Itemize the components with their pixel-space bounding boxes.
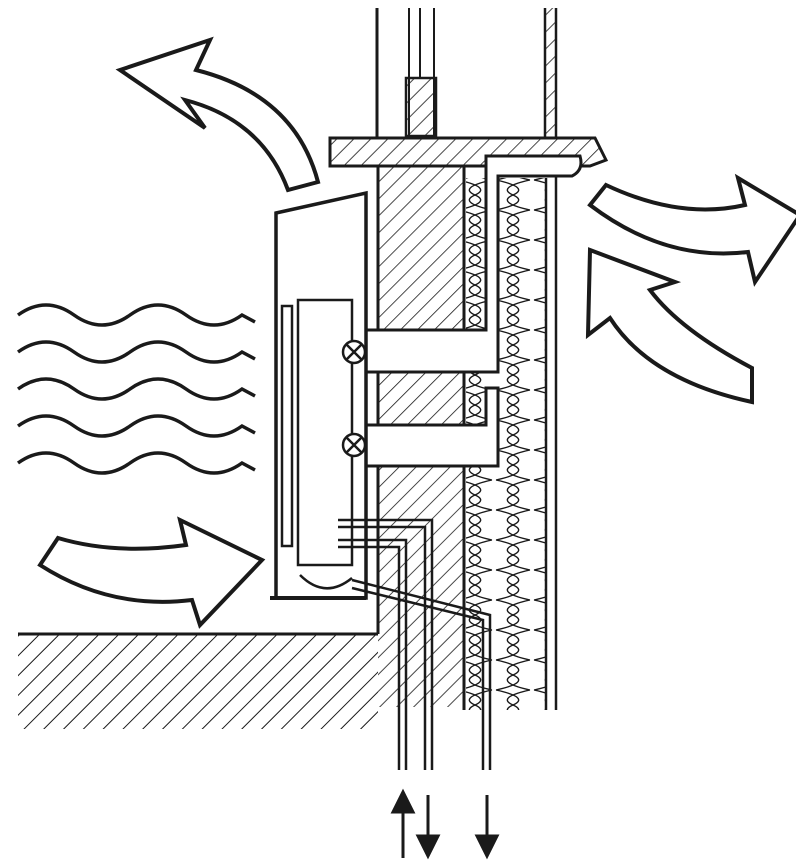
curved-arrow-icon xyxy=(37,516,266,629)
mounting-bracket xyxy=(358,154,583,468)
insulation-layer xyxy=(466,176,558,710)
curved-arrow-icon xyxy=(115,36,321,193)
screw-icon xyxy=(341,432,367,458)
curved-arrow-icon xyxy=(585,247,754,405)
pipes xyxy=(338,518,492,770)
floor xyxy=(18,632,378,729)
screw-icon xyxy=(341,339,367,365)
arrow-icon xyxy=(390,788,416,858)
wavy-lines-icon xyxy=(16,303,256,475)
curved-arrow-icon xyxy=(587,173,796,287)
arrow-icon xyxy=(474,795,500,860)
arrow-icon xyxy=(415,795,441,860)
window-frame xyxy=(375,8,558,138)
heater-unit xyxy=(270,190,368,600)
